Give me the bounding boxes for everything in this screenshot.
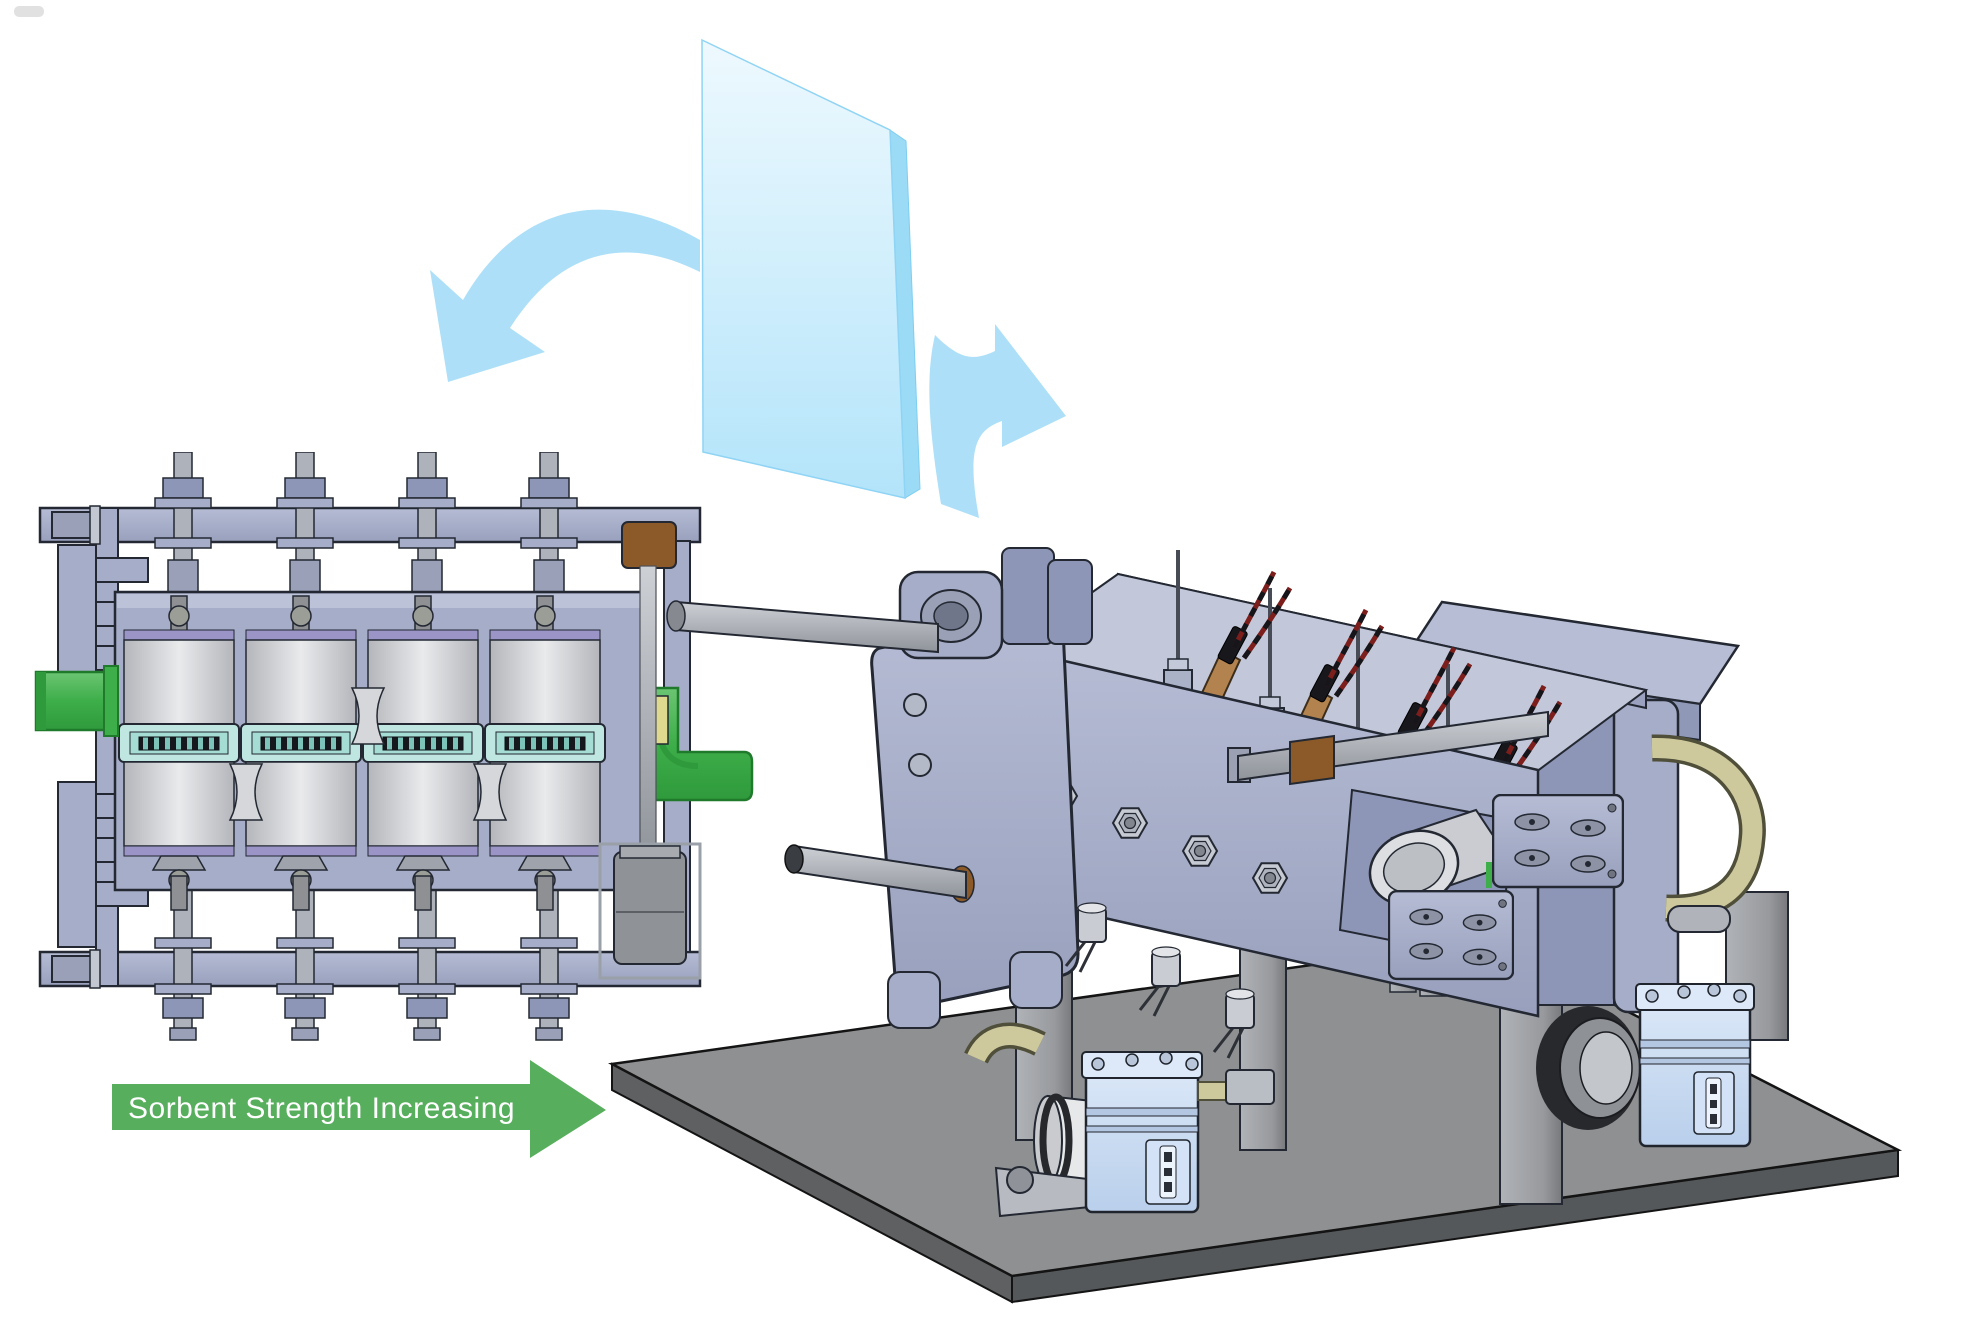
cutting-plane-face <box>701 38 906 499</box>
frame-corner-bolt-bottom <box>51 949 101 989</box>
pump-tube-tan <box>967 1026 1045 1063</box>
pump-valve-fitting <box>1225 1069 1275 1105</box>
corner-artifact <box>14 6 44 17</box>
outlet-elbow <box>642 686 754 802</box>
flow-channel-bottom <box>472 763 508 821</box>
manifold-top-highlight <box>117 594 653 608</box>
cutting-plane <box>701 38 921 499</box>
assembly-3d-view <box>608 548 1903 1304</box>
sorbent-strength-label: Sorbent Strength Increasing <box>128 1092 515 1125</box>
hex-nut <box>1252 862 1288 894</box>
sorbent-strength-arrow: Sorbent Strength Increasing <box>112 1060 606 1158</box>
sorbent-strength-arrow-shape <box>112 1060 606 1158</box>
side-stub-rod <box>1667 905 1731 933</box>
pump-clamp <box>994 1166 1102 1218</box>
cross-section-view <box>34 452 754 1041</box>
green-indicator <box>1486 862 1492 888</box>
inlet-port <box>34 665 119 737</box>
curved-arrow-icon <box>430 209 700 382</box>
front-rod-lower <box>784 844 975 903</box>
frame-corner-bolt-top <box>51 505 101 545</box>
flow-channel-top <box>350 687 386 745</box>
pump-right <box>1536 983 1755 1148</box>
left-end-plate <box>870 612 1080 1029</box>
top-frame-rail <box>38 506 702 544</box>
hex-nut <box>1112 807 1148 839</box>
tube-loop <box>1651 737 1763 919</box>
front-rod-upper <box>666 600 939 654</box>
actuator-rod <box>639 565 657 867</box>
hex-nut <box>1182 835 1218 867</box>
flow-channel-bottom <box>228 763 264 821</box>
clamp-block-lower <box>1388 889 1514 981</box>
clamp-block-upper <box>1492 794 1624 889</box>
pump-left <box>964 1022 1275 1218</box>
mid-tie-rod <box>1227 710 1549 786</box>
bushing-brown <box>621 521 677 569</box>
rod-spacer-brown <box>1289 734 1335 786</box>
right-arrow-icon <box>929 324 1066 518</box>
actuator-motor <box>598 842 702 980</box>
